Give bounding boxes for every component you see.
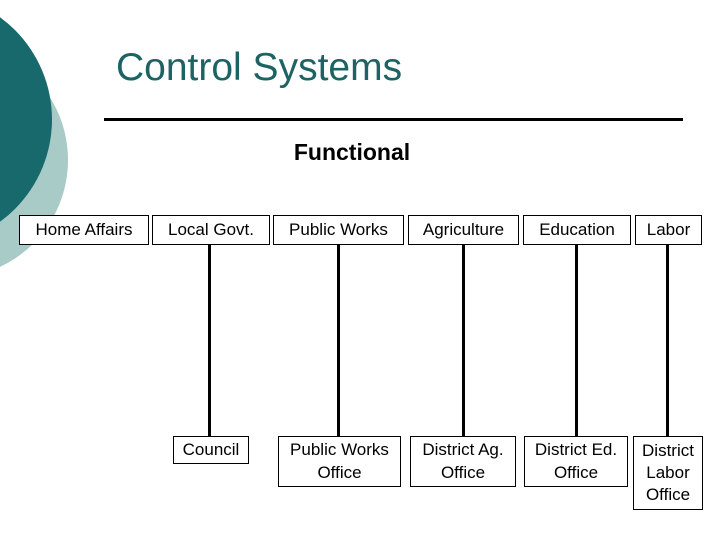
org-box-district-ed-office: District Ed. Office (524, 436, 628, 487)
org-box-public-works-office: Public Works Office (278, 436, 401, 487)
org-box-label: Labor (646, 219, 691, 239)
org-box-label: Home Affairs (35, 219, 133, 239)
org-box-public-works: Public Works (273, 215, 404, 245)
org-box-label: Public Works (289, 219, 388, 239)
org-box-council: Council (173, 436, 249, 464)
org-box-label: Local Govt. (168, 219, 254, 239)
org-box-local-govt: Local Govt. (152, 215, 270, 245)
org-box-district-ag-office: District Ag. Office (410, 436, 516, 487)
slide-title: Control Systems (116, 46, 403, 89)
connector-public-works-office (337, 245, 340, 436)
org-box-agriculture: Agriculture (408, 215, 519, 245)
connector-labor-district-labor (666, 245, 669, 436)
org-box-label: Agriculture (422, 219, 505, 239)
org-box-district-labor-office: District Labor Office (633, 436, 703, 510)
org-box-label: District Labor Office (642, 440, 694, 505)
connector-education-district-ed (575, 245, 578, 436)
org-box-labor: Labor (635, 215, 702, 245)
org-box-education: Education (523, 215, 631, 245)
org-box-home-affairs: Home Affairs (19, 215, 149, 245)
org-box-label: Public Works Office (290, 440, 389, 482)
title-underline (104, 118, 683, 121)
slide-subtitle: Functional (293, 139, 411, 165)
org-box-label: Education (539, 219, 615, 239)
org-box-label: District Ed. Office (534, 440, 618, 482)
connector-agriculture-district-ag (462, 245, 465, 436)
org-box-label: District Ag. Office (422, 440, 504, 482)
connector-local-govt-council (208, 245, 211, 436)
org-box-label: Council (182, 439, 240, 459)
